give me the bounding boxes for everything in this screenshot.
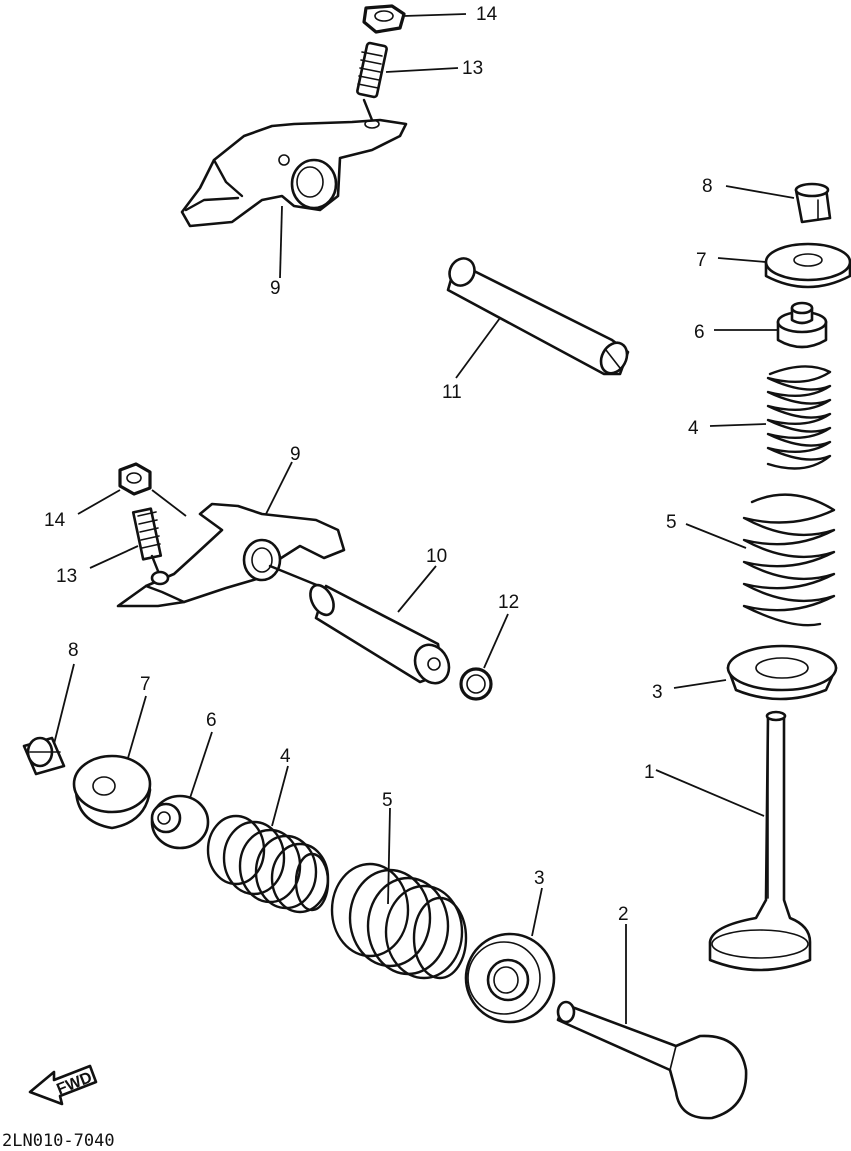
o-ring — [459, 667, 493, 701]
callout-9-upper: 9 — [270, 278, 281, 299]
outer-spring-right — [742, 493, 836, 627]
locknut-lower — [118, 462, 152, 496]
callout-7-right: 7 — [696, 250, 707, 271]
leader-lines — [53, 13, 795, 1024]
callout-1: 1 — [644, 762, 655, 783]
valve-cotter-left — [22, 736, 66, 776]
rocker-arm-lower — [116, 502, 346, 608]
valve-cotter-right — [794, 182, 832, 224]
callout-7-left: 7 — [140, 674, 151, 695]
rocker-shaft-lower — [268, 564, 451, 685]
adjuster-screw-upper — [356, 41, 388, 122]
spring-retainer-left — [72, 754, 152, 830]
callout-6-left: 6 — [206, 710, 217, 731]
callout-13-upper: 13 — [462, 58, 483, 79]
callout-2: 2 — [618, 904, 629, 925]
callout-9-lower: 9 — [290, 444, 301, 465]
callout-3-right: 3 — [652, 682, 663, 703]
fwd-arrow-icon: FWD — [28, 1064, 98, 1106]
callout-11: 11 — [442, 382, 462, 403]
exhaust-valve — [556, 1000, 748, 1120]
inner-spring-left — [206, 814, 330, 914]
drawing-code: 2LN010-7040 — [2, 1131, 115, 1151]
callout-8-left: 8 — [68, 640, 79, 661]
callout-5-right: 5 — [666, 512, 677, 533]
callout-14-upper: 14 — [476, 4, 498, 25]
valve-stem-seal-left — [150, 794, 210, 850]
intake-valve — [708, 710, 812, 972]
callout-8-right: 8 — [702, 176, 713, 197]
outer-spring-left — [330, 862, 468, 980]
locknut-upper — [362, 4, 406, 34]
callout-4-left: 4 — [280, 746, 291, 767]
callout-3-left: 3 — [534, 868, 545, 889]
rocker-arm-upper — [180, 118, 408, 228]
callout-12: 12 — [498, 592, 519, 613]
valve-stem-seal-right — [776, 301, 828, 349]
adjuster-screw-lower — [131, 507, 163, 578]
inner-spring-right — [766, 365, 832, 470]
spring-retainer-right — [764, 242, 851, 289]
callout-4-right: 4 — [688, 418, 699, 439]
spring-seat-right — [726, 644, 838, 701]
callout-10: 10 — [426, 546, 447, 567]
spring-seat-left — [464, 932, 556, 1024]
callout-5-left: 5 — [382, 790, 393, 811]
callout-labels: 14 13 9 11 8 7 6 4 5 3 1 9 14 13 10 12 8… — [44, 4, 713, 925]
callout-13-lower: 13 — [56, 566, 77, 587]
callout-6-right: 6 — [694, 322, 705, 343]
callout-14-lower: 14 — [44, 510, 66, 531]
rocker-shaft-upper — [446, 257, 630, 376]
